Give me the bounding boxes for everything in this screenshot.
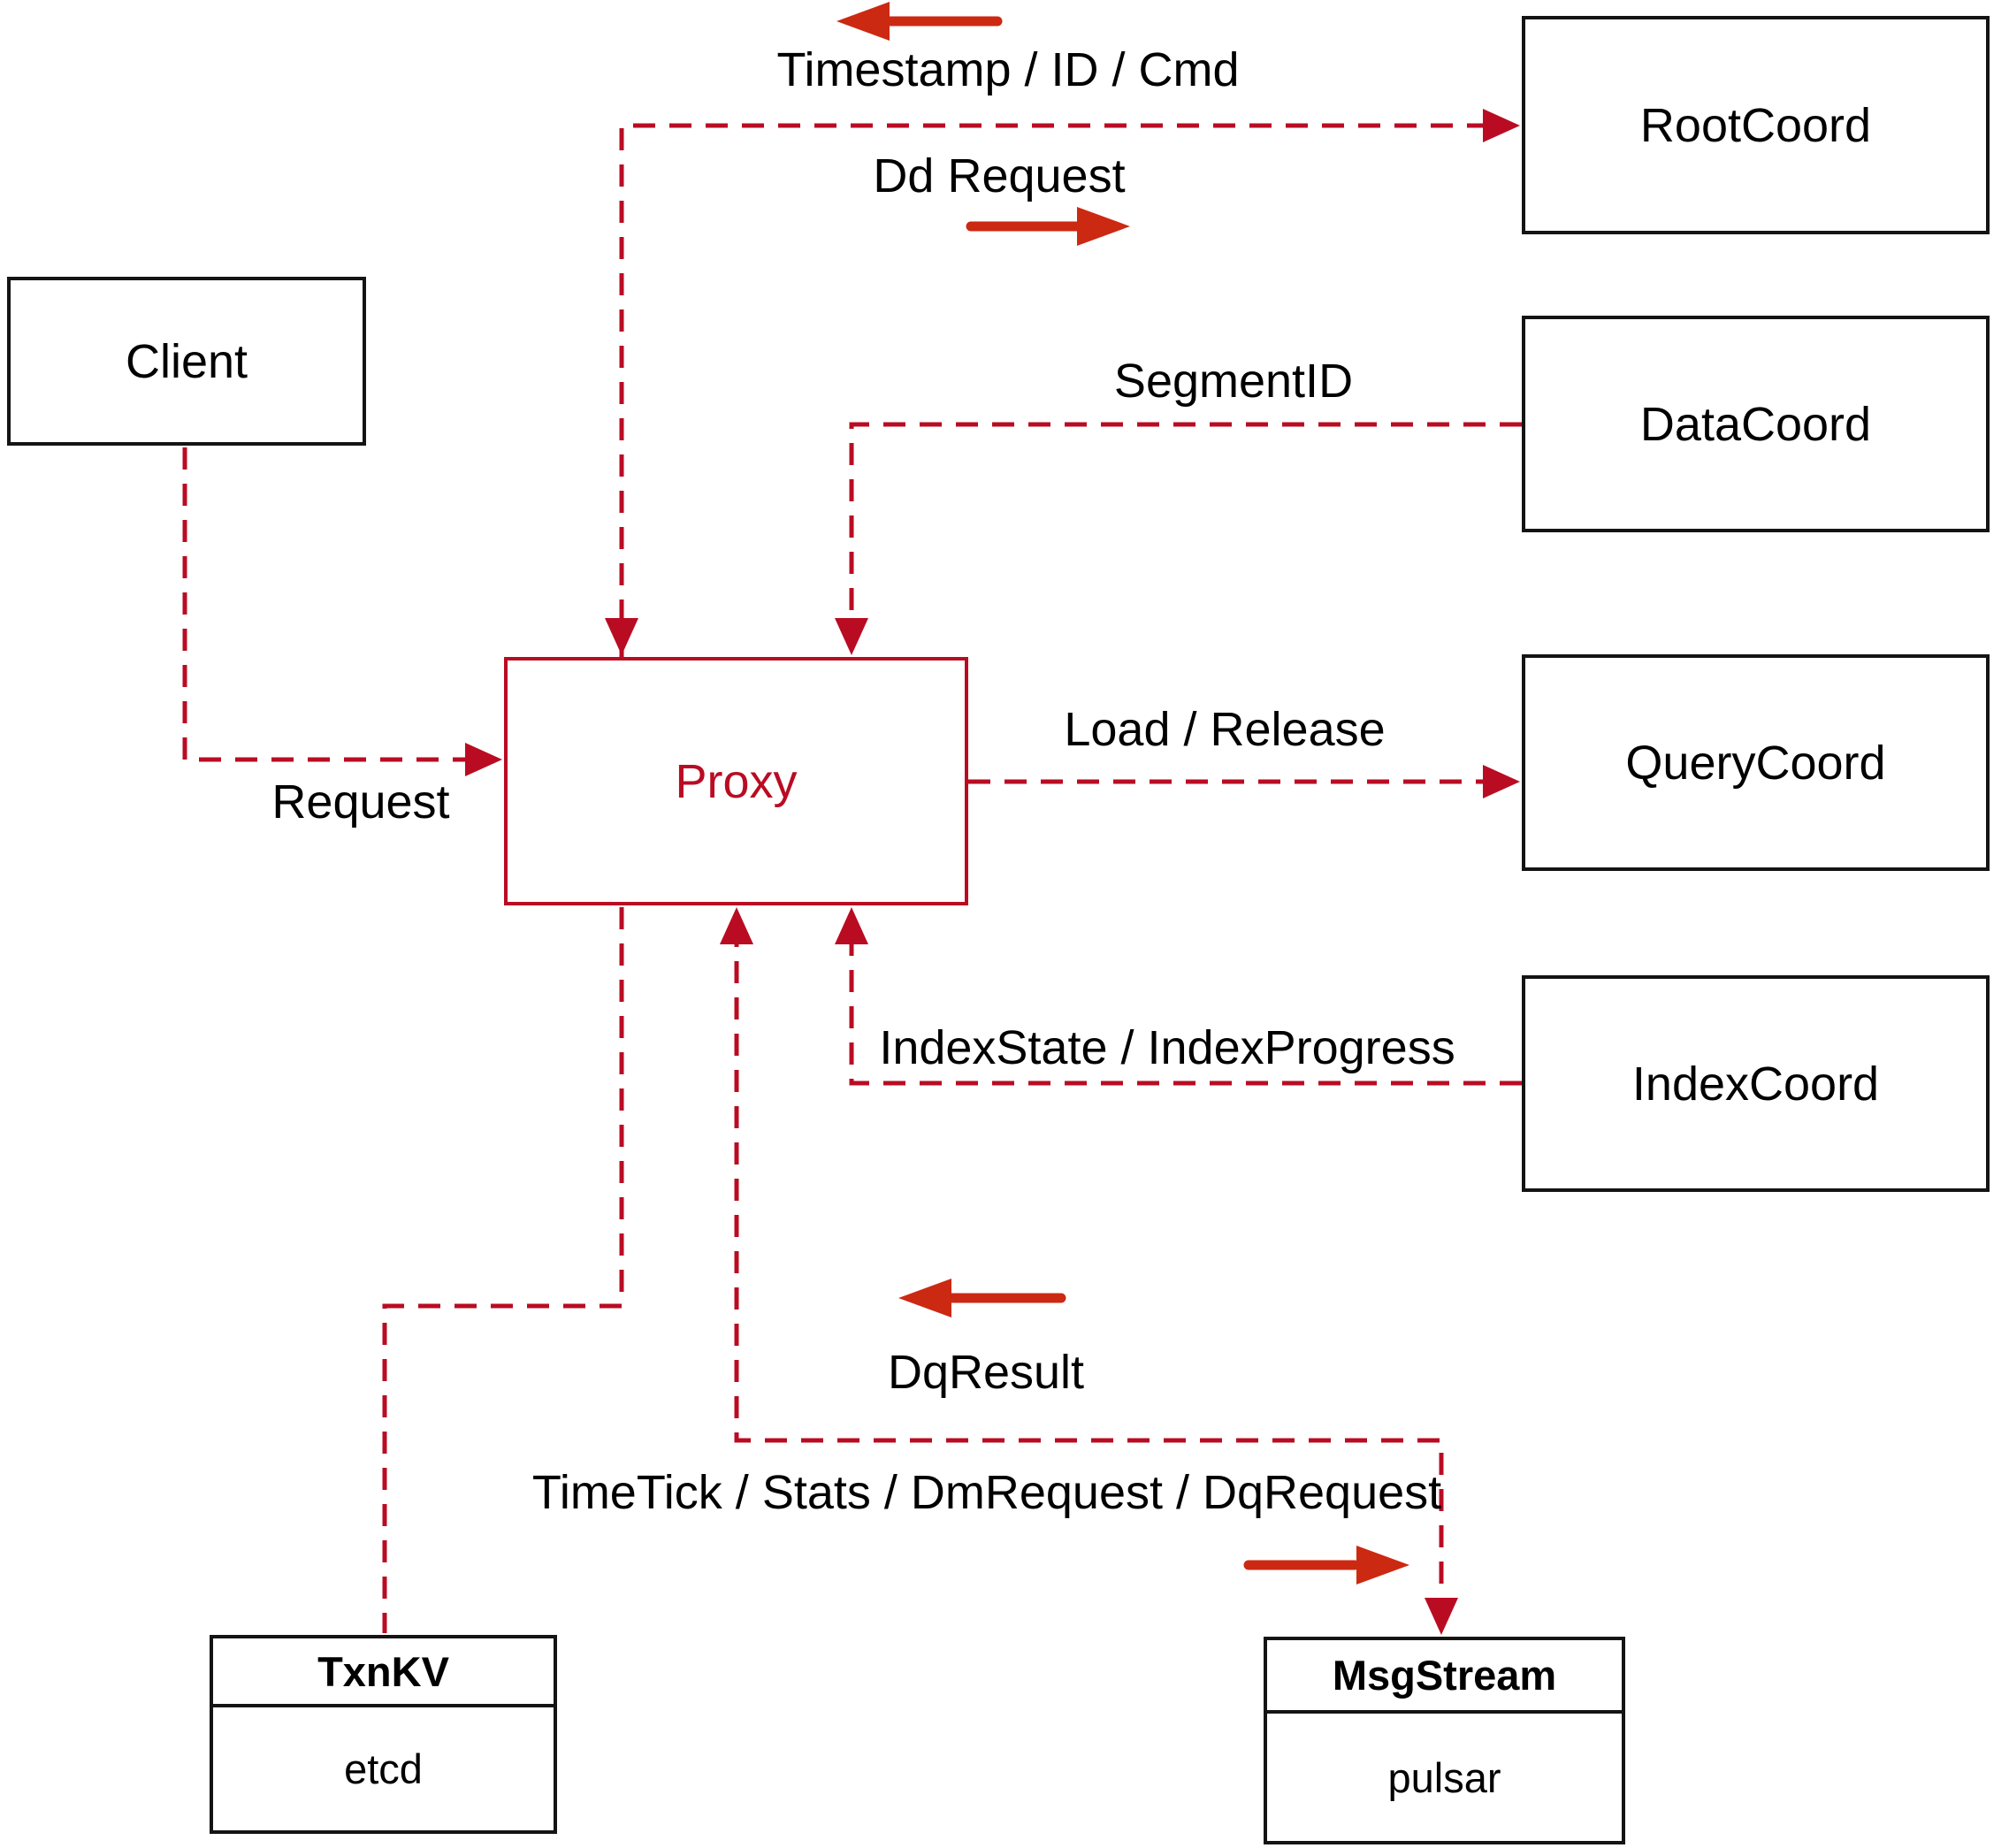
- rootcoord-label: RootCoord: [1639, 98, 1872, 152]
- indexcoord-label: IndexCoord: [1631, 1057, 1880, 1111]
- timestamp-direction-arrow: [836, 2, 1003, 41]
- timetick-direction-arrow: [1243, 1546, 1409, 1585]
- arrowhead-into-proxy-top-right: [835, 618, 868, 655]
- edge-proxy-rootcoord: [619, 123, 1503, 658]
- node-datacoord: DataCoord: [1522, 316, 1990, 532]
- node-indexcoord: IndexCoord: [1522, 975, 1990, 1192]
- msgstream-impl: pulsar: [1267, 1714, 1622, 1841]
- proxy-label: Proxy: [675, 754, 798, 808]
- arrowhead-into-proxy-top-left: [605, 618, 638, 655]
- label-indexstate-indexprogress: IndexState / IndexProgress: [879, 1021, 1455, 1074]
- txnkv-impl: etcd: [213, 1707, 554, 1830]
- arrowhead-into-proxy-bottom-left: [720, 907, 753, 944]
- label-dq-result: DqResult: [887, 1346, 1085, 1399]
- dq-result-direction-arrow: [898, 1279, 1066, 1317]
- label-request: Request: [271, 775, 450, 829]
- edge-proxy-txnkv: [382, 907, 624, 1633]
- edge-proxy-msgstream: [734, 925, 1444, 1623]
- node-msgstream: MsgStream pulsar: [1264, 1637, 1625, 1844]
- arrowhead-into-querycoord: [1483, 765, 1520, 798]
- arrowhead-into-msgstream: [1425, 1598, 1458, 1635]
- arrowhead-into-proxy-left: [465, 743, 502, 776]
- msgstream-title-text: MsgStream: [1332, 1652, 1557, 1699]
- edge-client-proxy: [182, 447, 485, 762]
- label-segment-id: SegmentID: [1113, 355, 1354, 408]
- dd-request-direction-arrow: [966, 207, 1130, 246]
- client-label: Client: [125, 334, 248, 388]
- label-load-release: Load / Release: [1064, 703, 1386, 756]
- label-dd-request: Dd Request: [873, 149, 1126, 202]
- arrowhead-into-proxy-bottom-right: [835, 907, 868, 944]
- txnkv-title: TxnKV: [213, 1638, 554, 1707]
- node-txnkv: TxnKV etcd: [210, 1635, 557, 1834]
- edge-datacoord-proxy: [849, 422, 1522, 653]
- txnkv-impl-text: etcd: [344, 1745, 423, 1792]
- datacoord-label: DataCoord: [1639, 397, 1872, 451]
- node-querycoord: QueryCoord: [1522, 654, 1990, 871]
- arrowhead-into-rootcoord: [1483, 109, 1520, 142]
- node-client: Client: [7, 277, 366, 446]
- txnkv-title-text: TxnKV: [317, 1647, 449, 1695]
- msgstream-title: MsgStream: [1267, 1640, 1622, 1714]
- querycoord-label: QueryCoord: [1625, 736, 1886, 790]
- msgstream-impl-text: pulsar: [1387, 1753, 1501, 1801]
- label-timestamp-id-cmd: Timestamp / ID / Cmd: [776, 43, 1240, 96]
- node-rootcoord: RootCoord: [1522, 16, 1990, 234]
- label-timetick-stats: TimeTick / Stats / DmRequest / DqRequest: [531, 1466, 1442, 1519]
- edge-indexcoord-proxy: [849, 925, 1522, 1086]
- node-proxy: Proxy: [504, 657, 968, 905]
